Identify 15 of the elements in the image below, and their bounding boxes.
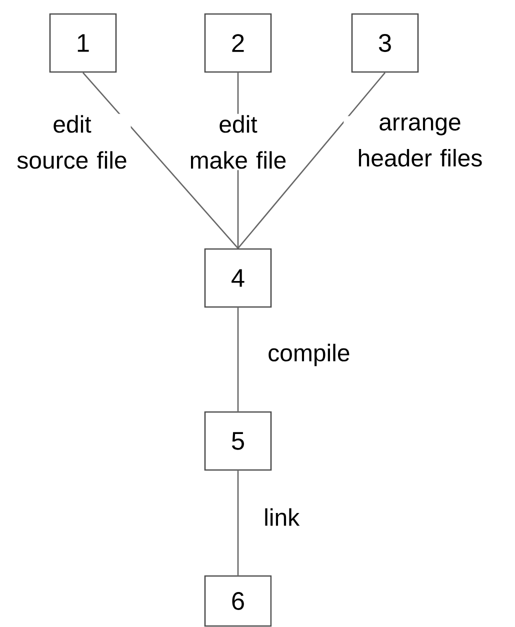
connector-line — [237, 308, 239, 412]
edge-label: link — [262, 506, 301, 528]
connector-line — [82, 72, 238, 249]
process-box: 2 — [204, 13, 272, 73]
connector-line — [237, 72, 386, 249]
edge-label: compile — [266, 342, 352, 368]
edge-label: edit make file — [182, 114, 294, 170]
process-box: 4 — [204, 248, 272, 308]
process-box: 5 — [204, 411, 272, 471]
edge-label: edit source file — [13, 114, 131, 170]
edge-label: arrange header files — [344, 116, 496, 168]
process-box: 3 — [351, 13, 419, 73]
process-box: 1 — [49, 13, 117, 73]
connector-line — [237, 470, 239, 576]
process-box: 6 — [204, 575, 272, 627]
